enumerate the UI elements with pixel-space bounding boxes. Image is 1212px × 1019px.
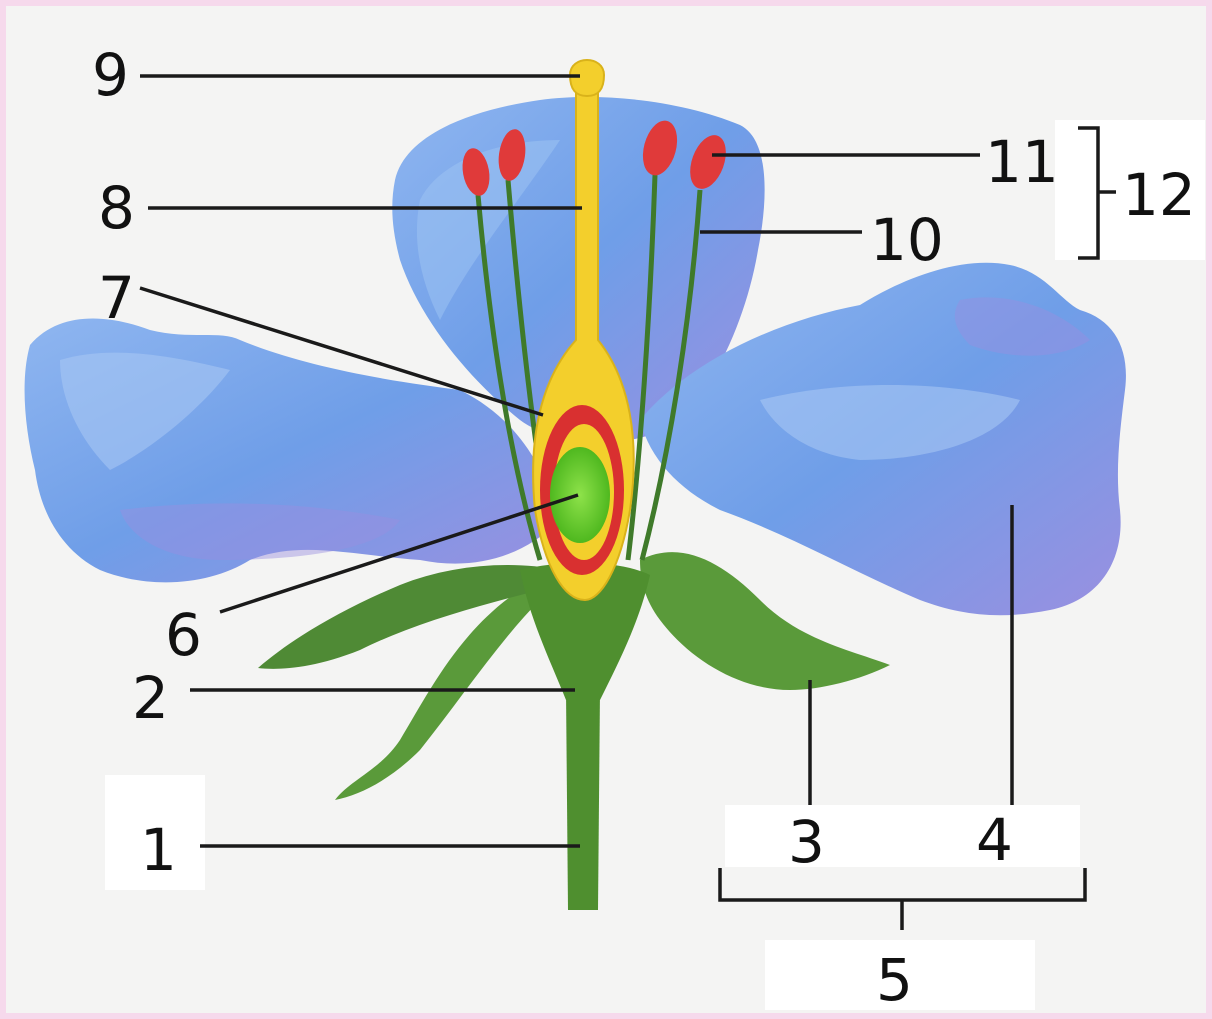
label-box-3-4 — [725, 805, 1080, 867]
label-5: 5 — [876, 946, 913, 1014]
label-6: 6 — [165, 601, 202, 669]
sepal-right — [640, 552, 890, 690]
label-4: 4 — [976, 806, 1013, 874]
stem — [566, 690, 600, 910]
label-11: 11 — [985, 128, 1059, 196]
label-9: 9 — [92, 41, 129, 109]
label-7: 7 — [98, 264, 135, 332]
label-12: 12 — [1122, 161, 1196, 229]
stigma — [570, 60, 604, 96]
label-8: 8 — [98, 174, 135, 242]
ovule — [550, 447, 610, 543]
label-10: 10 — [870, 206, 944, 274]
bracket-5 — [720, 868, 1085, 930]
label-2: 2 — [132, 664, 169, 732]
label-1: 1 — [140, 816, 177, 884]
label-3: 3 — [788, 808, 825, 876]
